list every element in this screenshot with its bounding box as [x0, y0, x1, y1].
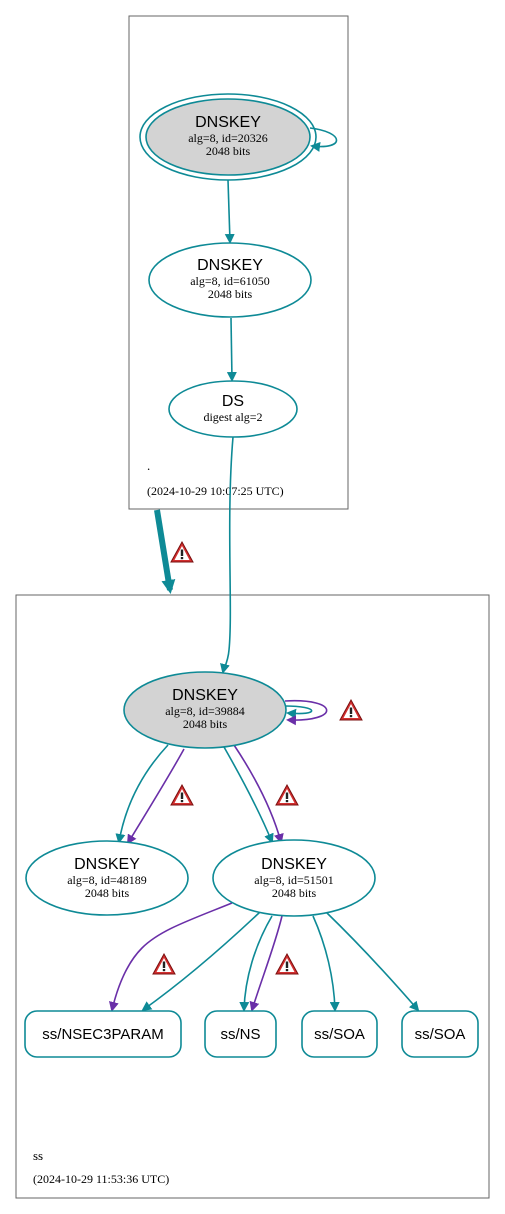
zone-ss-cluster: ss (2024-10-29 11:53:36 UTC) [15, 594, 490, 1199]
edge-ss-ksk-to-48189-teal [115, 744, 169, 844]
zone-root-timestamp: (2024-10-29 10:07:25 UTC) [147, 484, 284, 498]
node-root-ds-title: DS [222, 393, 244, 410]
node-ss-key-51501-line2: 2048 bits [272, 886, 317, 900]
node-root-ksk[interactable]: DNSKEY alg=8, id=20326 2048 bits [139, 93, 317, 181]
node-rr-nsec3param-label: ss/NSEC3PARAM [42, 1026, 163, 1043]
node-root-ds-shape [168, 380, 298, 438]
edges-ss [109, 699, 420, 1012]
node-ss-ksk-title: DNSKEY [172, 687, 238, 704]
edge-51501-to-soa1-teal [312, 915, 340, 1012]
node-ss-key-48189-line2: 2048 bits [85, 886, 130, 900]
node-ss-ksk-line1: alg=8, id=39884 [165, 704, 245, 718]
node-root-zsk-line1: alg=8, id=61050 [190, 274, 270, 288]
edge-51501-to-ns-teal [239, 915, 273, 1012]
edge-ss-ksk-self-teal [284, 705, 313, 719]
warning-triangle-icon[interactable] [275, 953, 299, 975]
node-rr-ns-label: ss/NS [220, 1026, 260, 1043]
node-ss-key-51501-shape [212, 839, 376, 917]
node-root-ksk-title: DNSKEY [195, 114, 261, 131]
node-ss-key-51501-title: DNSKEY [261, 856, 327, 873]
edge-51501-to-ns-purple [249, 915, 283, 1012]
zone-ss-timestamp: (2024-10-29 11:53:36 UTC) [33, 1172, 169, 1186]
node-root-zsk[interactable]: DNSKEY alg=8, id=61050 2048 bits [148, 242, 312, 318]
edge-ss-ksk-to-51501-teal [223, 746, 274, 844]
node-rr-ns-shape [204, 1010, 277, 1058]
node-root-ksk-line2: 2048 bits [206, 144, 251, 158]
node-ss-key-48189[interactable]: DNSKEY alg=8, id=48189 2048 bits [25, 840, 189, 916]
warning-triangle-icon[interactable] [275, 784, 299, 806]
edge-root-ksk-self [309, 127, 338, 152]
node-root-zsk-title: DNSKEY [197, 257, 263, 274]
edges-root [220, 127, 338, 674]
edge-ss-ksk-self-purple [284, 699, 328, 726]
node-rr-soa-2-shape [401, 1010, 479, 1058]
warning-triangle-icon[interactable] [152, 953, 176, 975]
node-rr-soa-1[interactable]: ss/SOA [301, 1010, 378, 1058]
node-root-ds[interactable]: DS digest alg=2 [168, 380, 298, 438]
edge-delegation-root-to-ss [154, 509, 176, 594]
edge-root-ds-to-ss-ksk [220, 436, 234, 674]
node-root-zsk-line2: 2048 bits [208, 287, 253, 301]
warning-triangle-icon[interactable] [170, 541, 194, 563]
edge-51501-to-nsec3param-purple [109, 902, 233, 1012]
warning-triangle-icon[interactable] [170, 784, 194, 806]
node-root-ksk-shape [145, 98, 311, 176]
node-root-ksk-outer-ring [139, 93, 317, 181]
node-rr-soa-1-shape [301, 1010, 378, 1058]
node-ss-ksk[interactable]: DNSKEY alg=8, id=39884 2048 bits [123, 671, 287, 749]
node-root-ksk-line1: alg=8, id=20326 [188, 131, 268, 145]
node-ss-key-48189-line1: alg=8, id=48189 [67, 873, 147, 887]
node-ss-key-48189-shape [25, 840, 189, 916]
node-root-zsk-shape [148, 242, 312, 318]
node-ss-key-48189-title: DNSKEY [74, 856, 140, 873]
node-ss-key-51501[interactable]: DNSKEY alg=8, id=51501 2048 bits [212, 839, 376, 917]
zone-root-border [128, 15, 349, 510]
node-rr-nsec3param[interactable]: ss/NSEC3PARAM [24, 1010, 182, 1058]
node-ss-key-51501-line1: alg=8, id=51501 [254, 873, 334, 887]
node-root-ds-line1: digest alg=2 [203, 410, 262, 424]
zone-root-cluster: . (2024-10-29 10:07:25 UTC) [128, 15, 349, 510]
node-rr-soa-2-label: ss/SOA [415, 1026, 466, 1043]
edge-51501-to-nsec3param-teal [141, 911, 261, 1012]
edge-root-zsk-to-ds [226, 317, 237, 382]
delegation-arrow [154, 509, 176, 594]
node-rr-soa-2[interactable]: ss/SOA [401, 1010, 479, 1058]
zone-ss-border [15, 594, 490, 1199]
node-rr-soa-1-label: ss/SOA [314, 1026, 365, 1043]
node-ss-ksk-shape [123, 671, 287, 749]
node-ss-ksk-line2: 2048 bits [183, 717, 228, 731]
node-rr-nsec3param-shape [24, 1010, 182, 1058]
node-rr-ns[interactable]: ss/NS [204, 1010, 277, 1058]
edge-ss-ksk-to-48189-purple [126, 748, 185, 845]
zone-ss-name: ss [33, 1148, 43, 1163]
edge-51501-to-soa2-teal [325, 911, 420, 1012]
edge-root-ksk-to-zsk [224, 179, 235, 244]
edge-ss-ksk-to-51501-purple [233, 744, 284, 844]
warning-triangle-icon[interactable] [339, 699, 363, 721]
zone-root-name: . [147, 458, 150, 473]
